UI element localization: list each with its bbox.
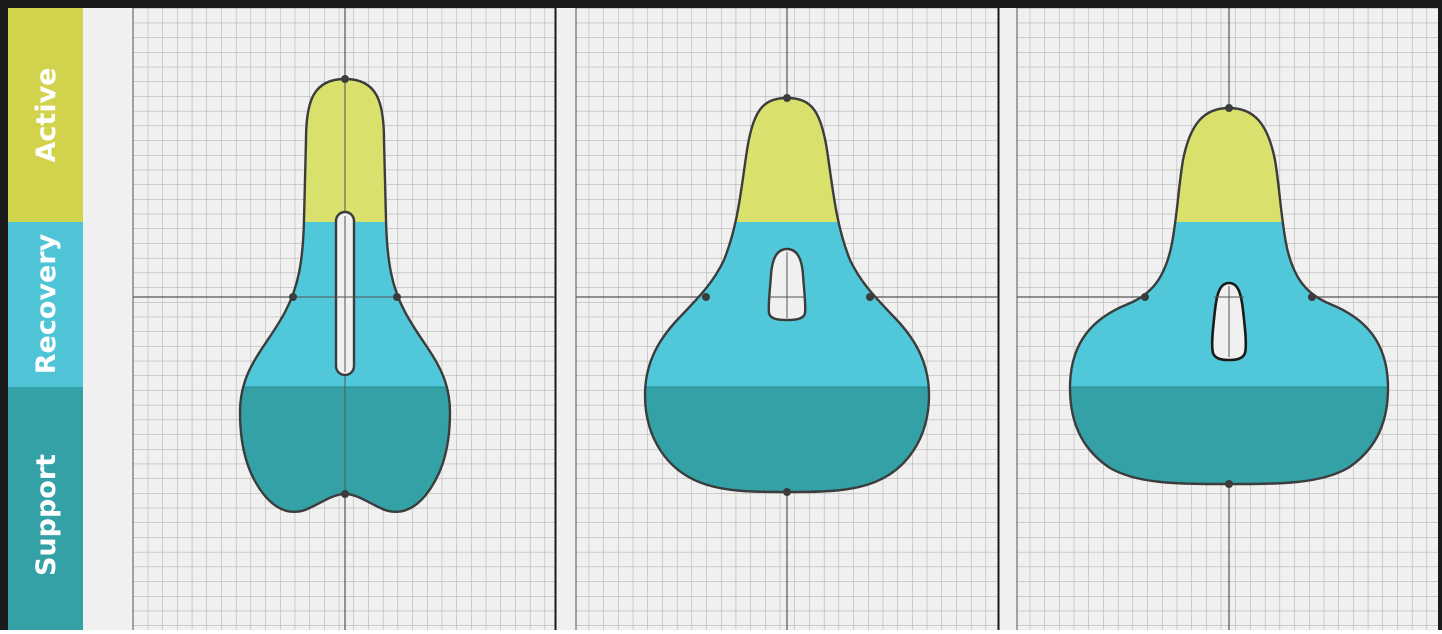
zone-label-active: Active xyxy=(31,68,62,163)
zone-label-recovery: Recovery xyxy=(31,233,62,374)
zone-legend: Active Recovery Support xyxy=(8,8,83,630)
zone-label-support: Support xyxy=(31,454,62,576)
